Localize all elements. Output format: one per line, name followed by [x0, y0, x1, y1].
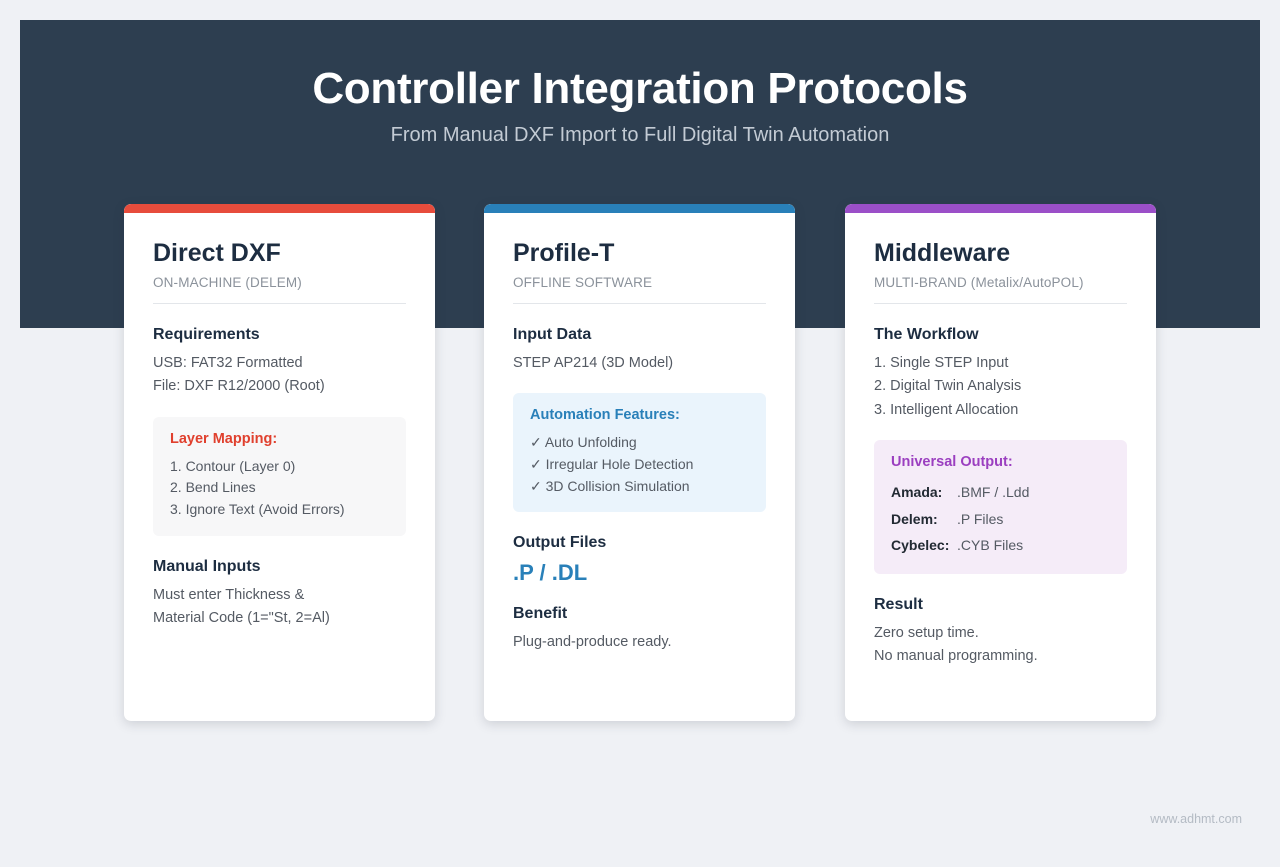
- universal-output-row: Cybelec: .CYB Files: [891, 532, 1110, 559]
- layer-mapping-item: 2. Bend Lines: [170, 479, 256, 496]
- card-title: Profile-T: [513, 239, 615, 267]
- section-heading-workflow: The Workflow: [874, 325, 979, 343]
- card-subtitle: MULTI-BRAND (Metalix/AutoPOL): [874, 274, 1084, 290]
- benefit-line: Plug-and-produce ready.: [513, 633, 672, 650]
- universal-output-brand: Amada:: [891, 484, 943, 501]
- manual-input-line: Material Code (1="St, 2=Al): [153, 610, 330, 627]
- automation-feature-item: ✓ Auto Unfolding: [530, 434, 637, 451]
- result-line: Zero setup time.: [874, 624, 979, 641]
- universal-output-brand: Delem:: [891, 510, 938, 527]
- spacer: [513, 375, 766, 393]
- universal-output-brand: Cybelec:: [891, 537, 950, 554]
- card-body: Middleware MULTI-BRAND (Metalix/AutoPOL)…: [845, 213, 1156, 669]
- watermark: www.adhmt.com: [1150, 812, 1242, 826]
- cards-row: Direct DXF ON-MACHINE (DELEM) Requiremen…: [0, 204, 1280, 724]
- requirement-line: File: DXF R12/2000 (Root): [153, 378, 325, 395]
- automation-feature-item: ✓ 3D Collision Simulation: [530, 477, 690, 494]
- universal-output-title: Universal Output:: [891, 454, 1013, 471]
- universal-output-format: .CYB Files: [957, 537, 1024, 554]
- automation-features-box: Automation Features: ✓ Auto Unfolding ✓ …: [513, 393, 766, 513]
- card-divider: [513, 302, 766, 304]
- universal-output-row: Amada: .BMF / .Ldd: [891, 479, 1110, 506]
- card-accent-bar: [845, 204, 1156, 213]
- universal-output-format: .BMF / .Ldd: [957, 484, 1030, 501]
- manual-input-line: Must enter Thickness &: [153, 586, 305, 603]
- section-heading-benefit: Benefit: [513, 604, 568, 622]
- spacer: [513, 512, 766, 534]
- spacer: [513, 587, 766, 605]
- layer-mapping-item: 3. Ignore Text (Avoid Errors): [170, 501, 345, 518]
- input-data-line: STEP AP214 (3D Model): [513, 354, 674, 371]
- card-direct-dxf[interactable]: Direct DXF ON-MACHINE (DELEM) Requiremen…: [124, 204, 435, 721]
- card-accent-bar: [484, 204, 795, 213]
- section-heading-output-files: Output Files: [513, 534, 607, 552]
- layer-mapping-title: Layer Mapping:: [170, 430, 278, 447]
- universal-output-row: Delem: .P Files: [891, 506, 1110, 533]
- workflow-step: 2. Digital Twin Analysis: [874, 378, 1022, 395]
- card-body: Profile-T OFFLINE SOFTWARE Input Data ST…: [484, 213, 795, 654]
- card-title: Middleware: [874, 239, 1011, 267]
- page-subtitle: From Manual DXF Import to Full Digital T…: [390, 124, 890, 146]
- universal-output-box: Universal Output: Amada: .BMF / .Ldd Dele…: [874, 440, 1127, 574]
- card-profile-t[interactable]: Profile-T OFFLINE SOFTWARE Input Data ST…: [484, 204, 795, 721]
- section-heading-requirements: Requirements: [153, 325, 260, 343]
- card-body: Direct DXF ON-MACHINE (DELEM) Requiremen…: [124, 213, 435, 631]
- section-heading-input-data: Input Data: [513, 325, 592, 343]
- spacer: [153, 536, 406, 558]
- spacer: [153, 399, 406, 417]
- card-divider: [153, 302, 406, 304]
- automation-feature-item: ✓ Irregular Hole Detection: [530, 455, 694, 472]
- page-title: Controller Integration Protocols: [312, 64, 968, 113]
- workflow-step: 3. Intelligent Allocation: [874, 401, 1019, 418]
- requirement-line: USB: FAT32 Formatted: [153, 354, 303, 371]
- layer-mapping-item: 1. Contour (Layer 0): [170, 457, 296, 474]
- card-middleware[interactable]: Middleware MULTI-BRAND (Metalix/AutoPOL)…: [845, 204, 1156, 721]
- automation-features-title: Automation Features:: [530, 407, 680, 424]
- spacer: [874, 422, 1127, 440]
- workflow-step: 1. Single STEP Input: [874, 354, 1009, 371]
- card-accent-bar: [124, 204, 435, 213]
- card-divider: [874, 302, 1127, 304]
- universal-output-format: .P Files: [957, 510, 1004, 527]
- output-files-value: .P / .DL: [513, 560, 588, 586]
- card-title: Direct DXF: [153, 239, 281, 267]
- card-subtitle: ON-MACHINE (DELEM): [153, 274, 302, 290]
- layer-mapping-box: Layer Mapping: 1. Contour (Layer 0) 2. B…: [153, 416, 406, 536]
- section-heading-result: Result: [874, 595, 923, 613]
- card-subtitle: OFFLINE SOFTWARE: [513, 274, 653, 290]
- result-line: No manual programming.: [874, 648, 1038, 665]
- section-heading-manual-inputs: Manual Inputs: [153, 557, 261, 575]
- spacer: [874, 574, 1127, 596]
